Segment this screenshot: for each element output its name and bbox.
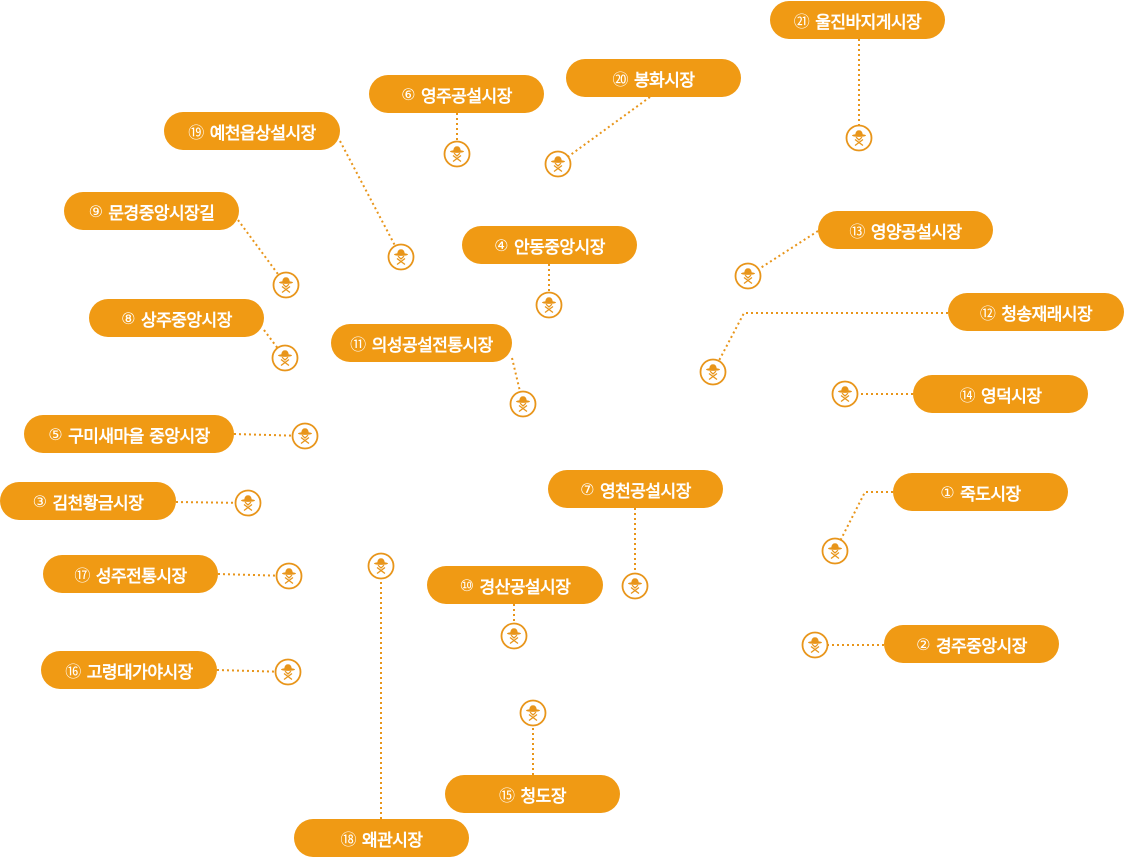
market-8-label[interactable]: ⑧ 상주중앙시장 (89, 299, 264, 337)
market-21-number: ㉑ (793, 12, 810, 31)
market-7-number: ⑦ (580, 479, 594, 499)
market-4-number: ④ (494, 235, 508, 255)
hat-person-icon[interactable] (275, 562, 303, 590)
market-9-name: 문경중앙시장길 (108, 203, 215, 224)
market-7-label[interactable]: ⑦ 영천공설시장 (548, 470, 723, 508)
market-21-label[interactable]: ㉑ 울진바지게시장 (770, 1, 945, 39)
hat-person-icon[interactable] (801, 631, 829, 659)
hat-person-icon[interactable] (291, 422, 319, 450)
market-8-number: ⑧ (121, 308, 135, 328)
hat-person-icon[interactable] (734, 262, 762, 290)
market-15-label[interactable]: ⑮ 청도장 (445, 775, 620, 813)
market-14-name: 영덕시장 (980, 386, 1042, 407)
market-20-connector (557, 96, 651, 165)
market-4-name: 안동중앙시장 (514, 237, 605, 258)
market-16-name: 고령대가야시장 (86, 662, 193, 683)
market-13-name: 영양공설시장 (870, 222, 962, 243)
market-15-number: ⑮ (499, 786, 515, 805)
hat-person-icon[interactable] (367, 552, 395, 580)
market-20-number: ⑳ (612, 70, 628, 89)
market-17-connector (217, 573, 290, 577)
hat-person-icon[interactable] (274, 658, 302, 686)
market-6-name: 영주공설시장 (421, 86, 512, 107)
hat-person-icon[interactable] (535, 291, 563, 319)
hat-person-icon[interactable] (271, 344, 299, 372)
market-12-name: 청송재래시장 (1001, 304, 1093, 325)
market-5-name: 구미새마을 중앙시장 (68, 426, 210, 447)
hat-person-icon[interactable] (845, 124, 873, 152)
market-19-label[interactable]: ⑲ 예천읍상설시장 (164, 112, 340, 150)
market-13-number: ⑬ (849, 222, 865, 241)
market-2-label[interactable]: ② 경주중앙시장 (884, 625, 1059, 663)
hat-person-icon[interactable] (831, 380, 859, 408)
hat-person-icon[interactable] (821, 537, 849, 565)
market-17-name: 성주전통시장 (95, 566, 187, 587)
market-16-connector (216, 669, 289, 673)
hat-person-icon[interactable] (234, 489, 262, 517)
market-18-name: 왜관시장 (361, 830, 423, 851)
hat-person-icon[interactable] (519, 699, 547, 727)
market-18-label[interactable]: ⑱ 왜관시장 (294, 819, 469, 857)
market-11-name: 의성공설전통시장 (371, 335, 494, 356)
market-15-name: 청도장 (520, 786, 567, 807)
market-1-number: ① (940, 482, 955, 502)
market-13-connector (747, 230, 819, 277)
market-3-name: 김천황금시장 (52, 493, 144, 514)
market-17-number: ⑰ (74, 566, 90, 585)
market-18-number: ⑱ (340, 830, 356, 849)
market-20-name: 봉화시장 (633, 70, 695, 91)
market-20-label[interactable]: ⑳ 봉화시장 (566, 59, 741, 97)
market-21-name: 울진바지게시장 (815, 12, 922, 33)
hat-person-icon[interactable] (387, 243, 415, 271)
market-10-name: 경산공설시장 (479, 577, 571, 598)
market-11-number: ⑪ (350, 335, 366, 354)
hat-person-icon[interactable] (272, 271, 300, 299)
market-1-name: 죽도시장 (960, 484, 1021, 505)
market-12-connector (712, 312, 948, 373)
market-6-label[interactable]: ⑥ 영주공설시장 (369, 75, 544, 113)
market-12-number: ⑫ (979, 304, 996, 323)
market-19-connector (339, 140, 402, 258)
market-19-number: ⑲ (188, 123, 204, 142)
market-14-label[interactable]: ⑭ 영덕시장 (913, 375, 1088, 413)
market-2-number: ② (916, 634, 930, 654)
market-8-connector (263, 329, 286, 359)
hat-person-icon[interactable] (699, 358, 727, 386)
market-11-label[interactable]: ⑪ 의성공설전통시장 (331, 324, 512, 362)
hat-person-icon[interactable] (500, 622, 528, 650)
market-17-label[interactable]: ⑰ 성주전통시장 (43, 555, 218, 593)
market-19-name: 예천읍상설시장 (209, 123, 316, 144)
market-3-number: ③ (32, 491, 47, 511)
hat-person-icon[interactable] (443, 140, 471, 168)
market-9-number: ⑨ (88, 201, 103, 221)
market-4-label[interactable]: ④ 안동중앙시장 (462, 226, 637, 264)
market-9-connector (237, 219, 287, 286)
market-16-number: ⑯ (65, 662, 81, 681)
market-8-name: 상주중앙시장 (141, 310, 232, 331)
market-5-number: ⑤ (48, 424, 63, 444)
market-13-label[interactable]: ⑬ 영양공설시장 (818, 211, 993, 249)
market-2-name: 경주중앙시장 (936, 636, 1027, 657)
market-10-number: ⑩ (459, 575, 474, 595)
hat-person-icon[interactable] (621, 572, 649, 600)
market-6-number: ⑥ (401, 84, 415, 104)
market-16-label[interactable]: ⑯ 고령대가야시장 (41, 651, 217, 689)
market-12-label[interactable]: ⑫ 청송재래시장 (948, 293, 1124, 331)
hat-person-icon[interactable] (509, 390, 537, 418)
market-14-number: ⑭ (959, 386, 975, 405)
market-5-connector (233, 433, 306, 437)
market-7-name: 영천공설시장 (600, 481, 691, 502)
hat-person-icon[interactable] (544, 150, 572, 178)
